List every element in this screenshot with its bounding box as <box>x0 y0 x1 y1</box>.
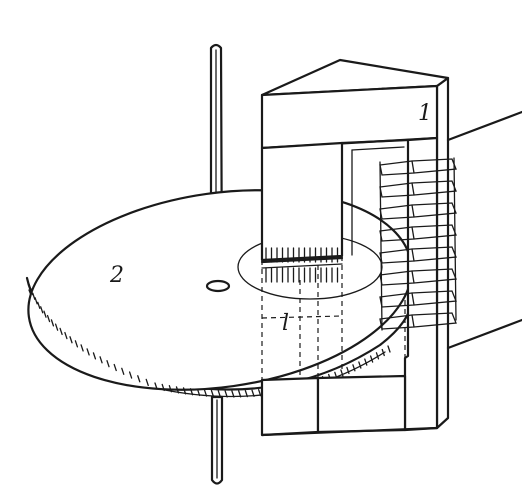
rim-tick <box>34 297 38 305</box>
rim-tick <box>59 327 63 336</box>
rim-tick <box>43 310 47 318</box>
rim-tick <box>106 360 110 368</box>
pole-edge-upper <box>260 256 344 264</box>
rim-tick <box>40 306 44 314</box>
rim-tick <box>203 389 208 397</box>
rim-tick <box>37 301 41 309</box>
rim-tick <box>217 390 221 398</box>
coil-fold <box>411 314 415 328</box>
wire-leads <box>446 110 522 350</box>
rim-tick <box>238 390 242 398</box>
rim-tick <box>369 355 374 363</box>
rim-tick <box>137 375 141 383</box>
rim-tick <box>231 390 235 398</box>
label-disk: 2 <box>109 263 124 288</box>
rim-tick <box>346 366 350 375</box>
rim-tick <box>168 385 173 393</box>
rim-tick <box>161 383 165 392</box>
coil-fold <box>411 248 415 262</box>
coil-fold <box>411 226 415 240</box>
rim-tick <box>46 314 51 323</box>
rim-tick <box>210 389 215 398</box>
label-magnet: 1 <box>418 101 432 126</box>
rim-tick <box>69 336 73 344</box>
shaft-bottom <box>210 395 224 485</box>
rim-tick <box>74 340 79 348</box>
rim-tick <box>189 388 194 396</box>
rim-tick <box>257 389 262 397</box>
hidden-edges <box>261 256 406 380</box>
rim-tick <box>54 323 59 331</box>
coil-fold <box>411 160 415 174</box>
rim-tick <box>375 352 380 360</box>
rim-tick <box>358 361 362 369</box>
coil-fold <box>411 270 415 284</box>
coil-edge-right <box>453 157 457 321</box>
rim-tick <box>182 387 187 395</box>
rim-tick <box>387 345 391 353</box>
rim-tick <box>145 378 149 387</box>
disk-hub <box>205 279 231 293</box>
label-gap: l <box>282 311 289 336</box>
rim-tick <box>364 358 368 366</box>
pole-teeth <box>260 247 344 283</box>
rim-tick <box>352 364 356 372</box>
rim-tick <box>244 389 249 398</box>
coil-winding <box>379 157 457 331</box>
rim-tick <box>381 348 385 357</box>
rim-tick <box>175 386 180 394</box>
rim-tick <box>340 369 344 377</box>
rim-tick <box>92 352 97 360</box>
coil-fold <box>411 204 415 218</box>
rim-tick <box>196 388 201 397</box>
rim-tick <box>251 389 255 397</box>
rim-tick <box>64 331 68 340</box>
rim-tick <box>80 344 84 352</box>
rim-tick <box>128 371 133 379</box>
rim-tick <box>224 390 228 398</box>
rim-tick <box>121 367 125 375</box>
rim-tick <box>86 348 90 356</box>
rim-tick <box>32 292 36 300</box>
rim-tick <box>99 356 103 364</box>
coil-fold <box>411 292 415 306</box>
rim-tick <box>113 363 117 372</box>
coil-fold <box>411 182 415 196</box>
pole-edge-lower <box>261 263 343 269</box>
rim-tick <box>154 382 158 390</box>
coil-edge-left <box>379 161 383 331</box>
rim-tick <box>50 319 55 327</box>
